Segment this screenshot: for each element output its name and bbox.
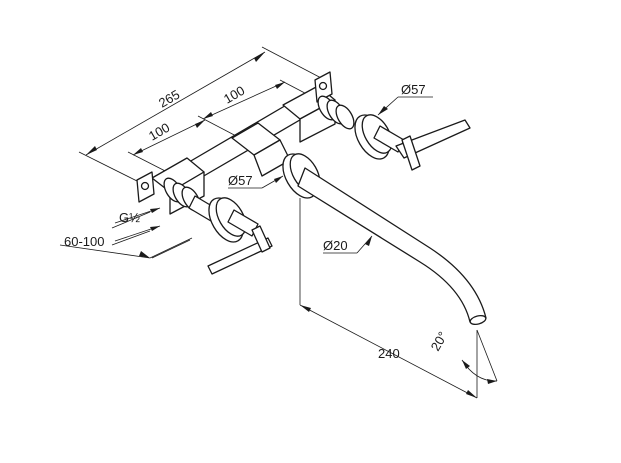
dim-spout-diameter: Ø20 <box>323 238 348 253</box>
dim-thread: G½ <box>119 210 140 225</box>
handle-left <box>163 177 273 275</box>
dim-rosette-diameter-left: Ø57 <box>228 173 253 188</box>
dimension-lines <box>59 51 498 399</box>
dim-spout-to-handle: 100 <box>146 120 172 144</box>
dim-spout-angle: 20° <box>428 329 451 354</box>
dim-rosette-diameter-right: Ø57 <box>401 82 426 97</box>
wall-bracket-left <box>136 171 155 203</box>
wall-bracket-right <box>314 71 333 103</box>
dim-overall-width: 265 <box>156 87 182 111</box>
spout <box>282 153 487 326</box>
handle-right <box>317 95 471 171</box>
dim-handle-to-spout: 100 <box>221 83 247 107</box>
extension-lines <box>78 46 478 398</box>
dim-spout-projection: 240 <box>378 346 400 361</box>
dim-wall-depth: 60-100 <box>64 234 104 249</box>
